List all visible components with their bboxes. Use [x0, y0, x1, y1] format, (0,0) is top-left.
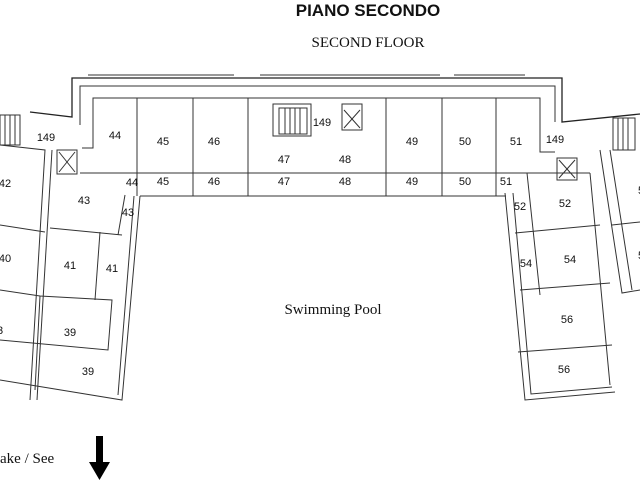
room-label: 149 — [37, 132, 55, 144]
room-label: 50 — [459, 176, 471, 188]
room-label: 47 — [278, 176, 290, 188]
room-label: 149 — [546, 134, 564, 146]
room-label: 46 — [208, 176, 220, 188]
room-label: 47 — [278, 154, 290, 166]
room-labels: 149 44 45 46 149 47 48 49 50 51 149 44 4… — [0, 117, 640, 378]
room-label: 46 — [208, 136, 220, 148]
room-label: 44 — [109, 130, 121, 142]
room-label: 5 — [638, 250, 640, 262]
room-label: 39 — [82, 366, 94, 378]
arrow-down-icon — [89, 436, 110, 480]
room-label: 54 — [520, 258, 532, 270]
room-label: 52 — [559, 198, 571, 210]
room-label: 44 — [126, 177, 138, 189]
room-label: 51 — [510, 136, 522, 148]
room-label: 54 — [564, 254, 576, 266]
room-label: 40 — [0, 253, 11, 265]
room-label: 56 — [561, 314, 573, 326]
room-label: 51 — [500, 176, 512, 188]
room-label: 39 — [64, 327, 76, 339]
room-label: 3 — [0, 325, 3, 337]
room-label: 42 — [0, 178, 11, 190]
room-label: 45 — [157, 176, 169, 188]
room-label: 52 — [514, 201, 526, 213]
room-label: 5 — [638, 185, 640, 197]
room-label: 49 — [406, 136, 418, 148]
direction-label: ake / See — [0, 451, 54, 467]
room-label: 50 — [459, 136, 471, 148]
room-label: 41 — [64, 260, 76, 272]
room-label: 49 — [406, 176, 418, 188]
room-label: 48 — [339, 176, 351, 188]
room-label: 43 — [78, 195, 90, 207]
plan-subtitle: SECOND FLOOR — [312, 35, 425, 51]
room-label: 45 — [157, 136, 169, 148]
swimming-pool-label: Swimming Pool — [284, 302, 381, 318]
room-label: 41 — [106, 263, 118, 275]
plan-title: PIANO SECONDO — [296, 1, 441, 20]
walls — [0, 74, 640, 401]
room-label: 43 — [122, 207, 134, 219]
room-label: 149 — [313, 117, 331, 129]
room-label: 48 — [339, 154, 351, 166]
room-label: 56 — [558, 364, 570, 376]
